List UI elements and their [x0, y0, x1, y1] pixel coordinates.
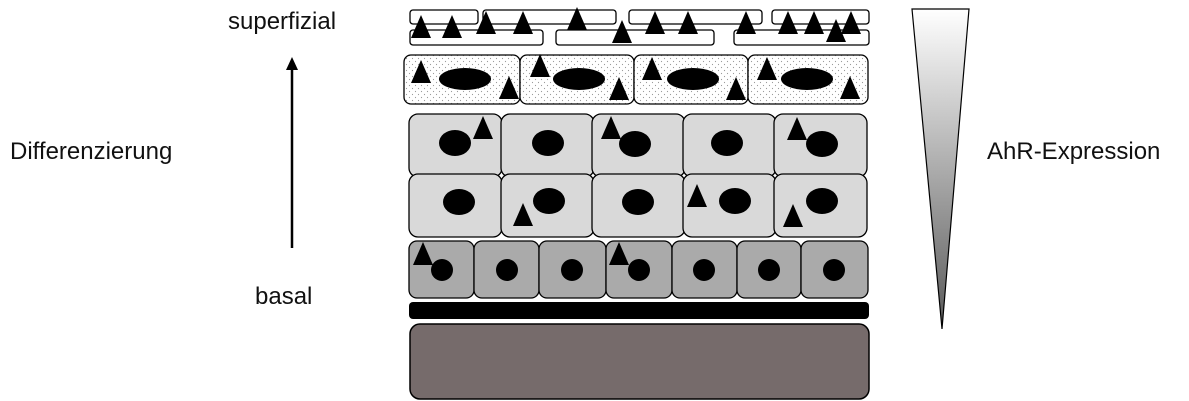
basement-membrane	[409, 302, 869, 319]
ahr-triangle-icon	[499, 76, 519, 99]
nucleus-icon	[532, 130, 564, 156]
ahr-triangle-icon	[642, 57, 662, 80]
ahr-triangle-icon	[778, 11, 798, 34]
nucleus-icon	[667, 68, 719, 90]
nucleus-icon	[781, 68, 833, 90]
ahr-triangle-icon	[787, 117, 807, 140]
nucleus-icon	[496, 259, 518, 281]
nucleus-icon	[561, 259, 583, 281]
ahr-triangle-icon	[726, 77, 746, 100]
ahr-triangle-icon	[783, 204, 803, 227]
nucleus-icon	[758, 259, 780, 281]
nucleus-icon	[439, 130, 471, 156]
ahr-triangle-icon	[413, 242, 433, 265]
ahr-triangle-icon	[609, 242, 629, 265]
superficial-cell	[409, 29, 544, 46]
nucleus-icon	[806, 131, 838, 157]
ahr-triangle-icon	[530, 54, 550, 77]
ahr-triangle-icon	[567, 7, 587, 30]
ahr-triangle-icon	[736, 11, 756, 34]
nucleus-icon	[711, 130, 743, 156]
basal-layer	[408, 240, 869, 299]
nucleus-icon	[619, 131, 651, 157]
spinous-layer	[408, 113, 868, 238]
ahr-triangle-icon	[609, 77, 629, 100]
ahr-triangle-icon	[476, 11, 496, 34]
ahr-triangle-icon	[612, 20, 632, 43]
label-differentiation: Differenzierung	[10, 138, 173, 165]
superficial-layer	[409, 7, 870, 46]
nucleus-icon	[553, 68, 605, 90]
nucleus-icon	[622, 189, 654, 215]
ahr-triangle-icon	[442, 15, 462, 38]
nucleus-icon	[628, 259, 650, 281]
superficial-cell	[482, 9, 617, 25]
ahr-triangle-icon	[411, 60, 431, 83]
dermis	[409, 323, 870, 400]
ahr-triangle-icon	[826, 19, 846, 42]
superficial-cell	[409, 9, 479, 25]
ahr-triangle-icon	[645, 11, 665, 34]
ahr-triangle-icon	[411, 15, 431, 38]
superficial-cell	[771, 9, 870, 25]
ahr-triangle-icon	[513, 203, 533, 226]
label-basal: basal	[255, 283, 313, 310]
ahr-triangle-icon	[804, 11, 824, 34]
ahr-triangle-icon	[840, 76, 860, 99]
ahr-triangle-icon	[513, 11, 533, 34]
ahr-triangle-icon	[678, 11, 698, 34]
nucleus-icon	[806, 188, 838, 214]
ahr-triangle-icon	[601, 116, 621, 139]
ahr-triangle-icon	[687, 184, 707, 207]
nucleus-icon	[533, 188, 565, 214]
ahr-triangle-icon	[757, 57, 777, 80]
nucleus-icon	[823, 259, 845, 281]
label-superficial: superfizial	[228, 8, 337, 35]
nucleus-icon	[693, 259, 715, 281]
ahr-expression-gradient	[911, 8, 970, 330]
nucleus-icon	[719, 188, 751, 214]
label-ahr-expression: AhR-Expression	[987, 138, 1161, 165]
ahr-triangle-icon	[473, 116, 493, 139]
nucleus-icon	[431, 259, 453, 281]
nucleus-icon	[443, 189, 475, 215]
superficial-cell	[555, 29, 715, 46]
superficial-cell	[628, 9, 763, 25]
nucleus-icon	[439, 68, 491, 90]
differentiation-arrow	[286, 57, 298, 248]
granular-layer	[403, 54, 869, 105]
ahr-triangle-icon	[841, 11, 861, 34]
